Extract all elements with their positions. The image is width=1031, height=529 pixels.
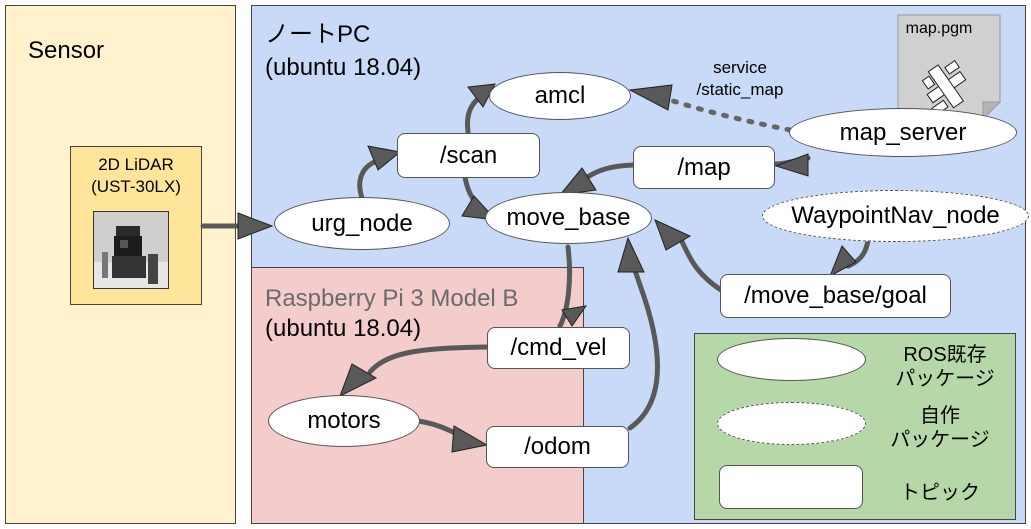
edge-cmd-motors [367, 344, 490, 375]
legend-topic-label: トピック [900, 482, 980, 504]
edge-goal-move-base [677, 234, 724, 293]
arrowhead-scan [367, 145, 402, 171]
topic-odom[interactable]: /odom [486, 426, 629, 468]
edge-odom-move-base [627, 257, 660, 431]
legend-topic-shape [719, 465, 863, 509]
topic-move-base-goal[interactable]: /move_base/goal [720, 274, 951, 318]
edge-move-base-cmd [557, 244, 573, 329]
map-pgm-file: map.pgm [897, 14, 1002, 121]
legend-existing-label-line1: ROS既存 [903, 344, 987, 366]
map-pgm-label: map.pgm [905, 20, 973, 37]
arrowhead-goal [829, 245, 857, 278]
service-label-line1: service [713, 58, 767, 77]
node-waypoint-nav[interactable]: WaypointNav_node [762, 190, 1029, 242]
raspi-subtitle: (ubuntu 18.04) [265, 315, 422, 342]
arrowhead-move-base-from-odom [617, 236, 645, 273]
arrowhead-cmd-vel [561, 305, 588, 327]
raspi-region [251, 267, 584, 524]
node-map-server[interactable]: map_server [789, 108, 1017, 157]
arrowhead-map [774, 153, 809, 177]
pc-subtitle: (ubuntu 18.04) [265, 54, 422, 81]
sensor-title: Sensor [28, 37, 105, 64]
topic-scan[interactable]: /scan [397, 133, 540, 178]
edge-scan-amcl [465, 94, 483, 135]
legend-custom-label-line2: パッケージ [890, 429, 990, 451]
edge-map-move-base [583, 162, 636, 181]
lidar-photo [93, 211, 169, 289]
node-amcl[interactable]: amcl [489, 72, 631, 120]
arrowhead-move-base-from-map [558, 167, 597, 196]
lidar-label-line1: 2D LiDAR [98, 155, 174, 174]
legend-custom-shape [717, 402, 866, 445]
service-label-line2: /static_map [696, 80, 784, 99]
legend-existing-label-line2: パッケージ [895, 368, 995, 390]
topic-cmd-vel[interactable]: /cmd_vel [487, 327, 630, 369]
edge-map-server-amcl [661, 95, 793, 133]
legend-existing-shape [717, 338, 866, 381]
arrowhead-move-base-from-goal [654, 219, 692, 251]
pc-title: ノートPC [265, 21, 371, 48]
node-urg-node[interactable]: urg_node [274, 197, 450, 250]
topic-map[interactable]: /map [633, 146, 775, 189]
legend-custom-label-line1: 自作 [920, 405, 960, 427]
raspi-title: Raspberry Pi 3 Model B [265, 285, 519, 312]
arrowhead-motors [339, 363, 378, 398]
arrowhead-odom [451, 425, 489, 453]
arrowhead-amcl-from-service [628, 84, 673, 111]
lidar-label-line2: (UST-30LX) [91, 177, 181, 196]
node-move-base[interactable]: move_base [485, 192, 652, 244]
arrowhead-urg [237, 212, 274, 240]
node-motors[interactable]: motors [268, 395, 420, 447]
